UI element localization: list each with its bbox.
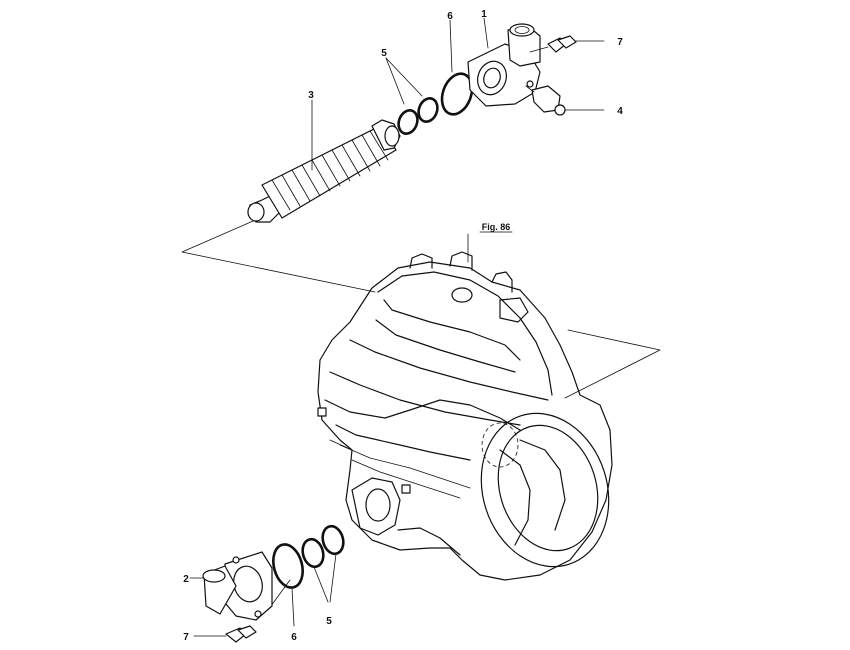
extension-lines <box>181 217 661 611</box>
elbow-fitting-part-2 <box>202 551 273 621</box>
callout-part-7-bottom: 7 <box>183 632 189 643</box>
callout-labels: 1 6 7 5 3 4 Fig. 86 2 7 6 5 <box>183 9 623 643</box>
callout-part-2: 2 <box>183 574 189 585</box>
transmission-housing <box>317 251 613 581</box>
bolt-part-7-top <box>529 35 605 53</box>
callout-part-4: 4 <box>617 106 623 117</box>
callout-part-6-bottom: 6 <box>291 632 297 643</box>
elbow-fitting-part-1 <box>467 23 541 107</box>
callout-part-5-bottom: 5 <box>326 616 332 627</box>
bellows-boot-part-3 <box>247 119 401 223</box>
callout-part-1: 1 <box>481 9 487 20</box>
callout-part-7-top: 7 <box>617 37 623 48</box>
callout-part-3: 3 <box>308 90 314 101</box>
figure-reference: Fig. 86 <box>482 222 511 232</box>
o-ring-part-6-top <box>440 72 474 116</box>
callout-part-6-top: 6 <box>447 11 453 22</box>
callout-part-5-top: 5 <box>381 48 387 59</box>
bolt-part-7-bottom <box>193 625 257 643</box>
bleeder-valve-part-4 <box>525 85 605 116</box>
o-rings-part-5-top <box>397 97 439 135</box>
o-ring-part-6-bottom <box>272 543 304 589</box>
leader-lines <box>189 17 513 627</box>
o-rings-part-5-bottom <box>301 524 345 569</box>
